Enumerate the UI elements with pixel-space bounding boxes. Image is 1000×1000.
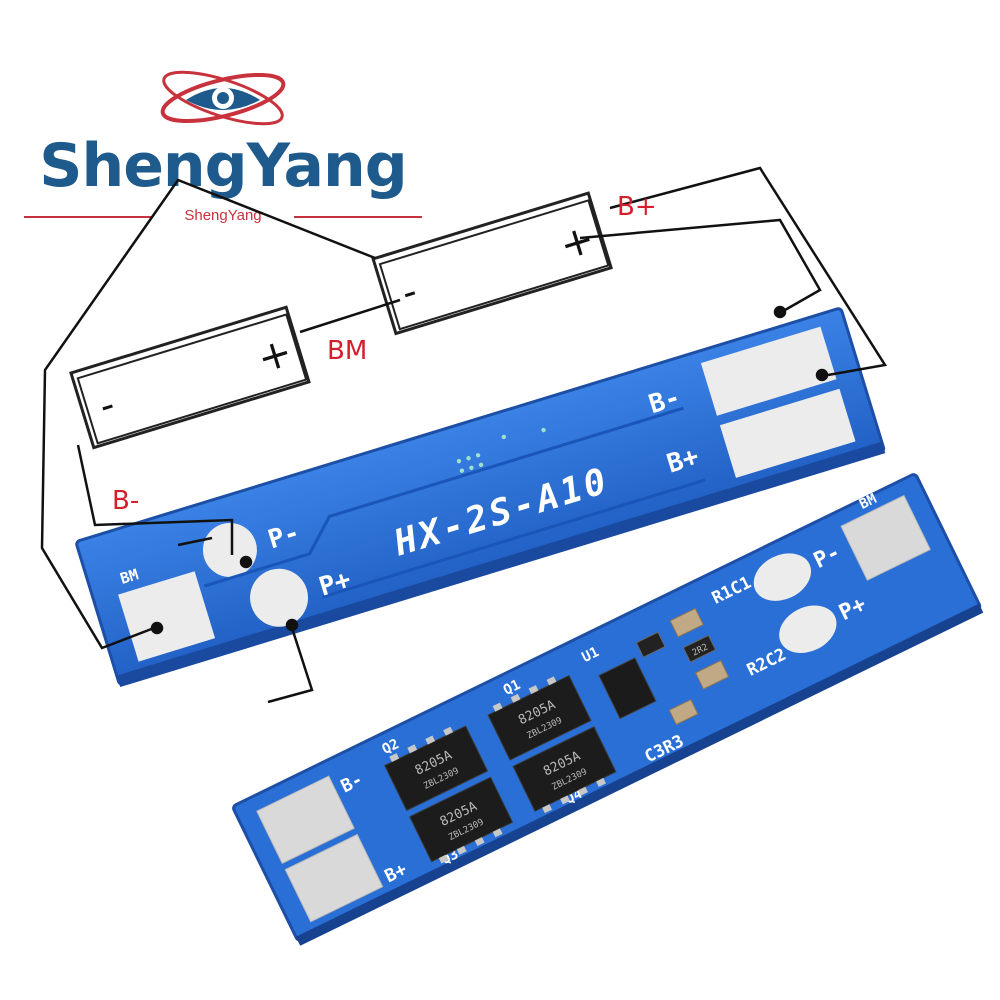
pad-back-b-minus bbox=[256, 775, 355, 864]
silk-bm: BM bbox=[118, 565, 141, 587]
pad-back-b-plus bbox=[284, 833, 384, 923]
pad-back-bm bbox=[840, 494, 931, 581]
pad-back-p-plus bbox=[779, 605, 837, 653]
mosfet-chips: 8205A ZBL2309 8205A ZBL2309 8205A ZBL230… bbox=[384, 674, 617, 863]
label-bm: BM bbox=[327, 336, 368, 366]
silk-q1: Q1 bbox=[501, 677, 523, 699]
resistor bbox=[682, 634, 717, 663]
mosfet-chip bbox=[512, 726, 617, 812]
brand-title: ShengYang bbox=[39, 131, 407, 201]
front-board: B- B+ P- P+ BM HX-2S-A10 bbox=[75, 307, 886, 688]
pcb-edge bbox=[116, 441, 886, 688]
brand-logo: ShengYang ShengYang bbox=[18, 58, 428, 228]
pad-bm bbox=[118, 571, 216, 662]
pad-p-plus bbox=[250, 568, 309, 627]
silk-back-bm: BM bbox=[857, 491, 879, 513]
capacitor bbox=[668, 698, 699, 726]
pad-back-p-minus bbox=[753, 553, 812, 601]
pad-b-minus bbox=[700, 326, 837, 416]
label-b-plus: B+ bbox=[617, 192, 657, 222]
mosfet-chip bbox=[487, 674, 592, 761]
protection-ic bbox=[598, 657, 657, 720]
brand-divider bbox=[24, 216, 152, 218]
battery-top: + - bbox=[371, 191, 613, 336]
label-b-minus: B- bbox=[112, 486, 140, 516]
brand-divider bbox=[294, 216, 422, 218]
mosfet-chip bbox=[384, 725, 489, 812]
resistor bbox=[635, 631, 666, 658]
silk-u1: U1 bbox=[580, 644, 602, 666]
pad-b-plus bbox=[719, 388, 856, 478]
brand-subtitle: ShengYang bbox=[184, 207, 262, 224]
battery-bottom: + - bbox=[69, 305, 311, 450]
capacitor bbox=[694, 659, 730, 690]
capacitor bbox=[669, 607, 704, 638]
silk-q2: Q2 bbox=[380, 736, 402, 758]
wires bbox=[40, 166, 888, 704]
eye-orbit-icon bbox=[160, 70, 286, 126]
back-board: BM P- P+ B- B+ R1C1 R2C2 C3R3 U1 Q1 Q2 Q… bbox=[232, 473, 984, 946]
mosfet-chip bbox=[409, 776, 514, 863]
